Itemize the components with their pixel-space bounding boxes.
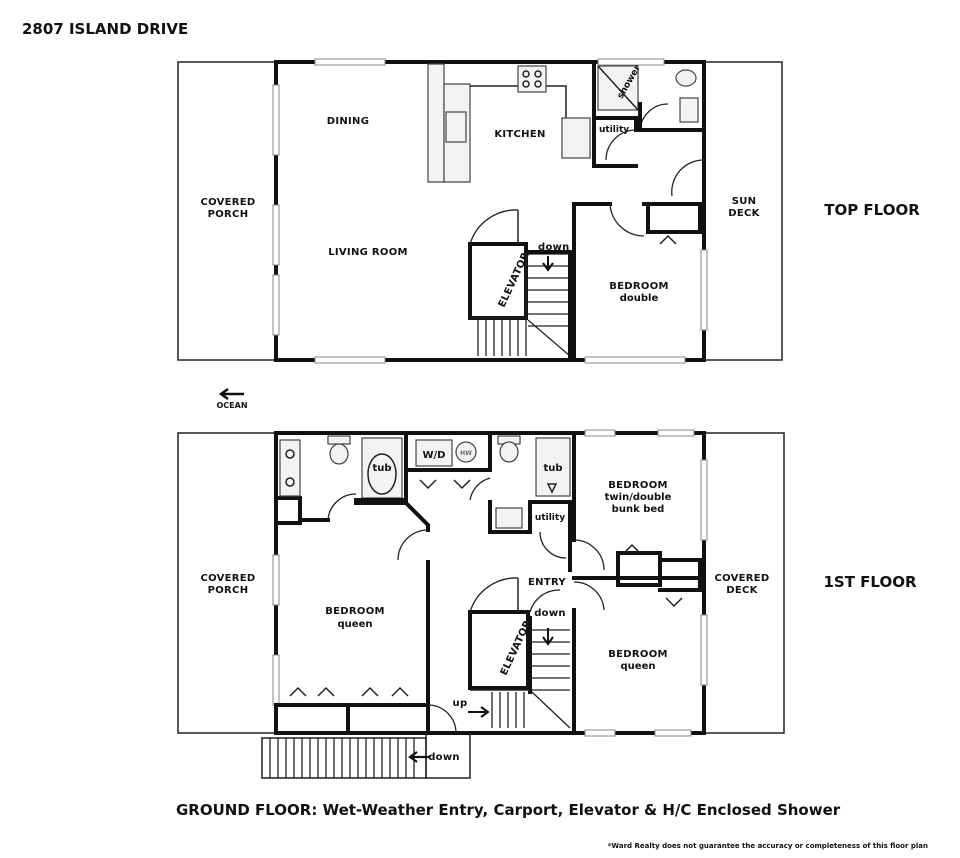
first-stairs-down-label: down	[534, 608, 566, 619]
disclaimer: *Ward Realty does not guarantee the accu…	[608, 842, 928, 850]
first-stairs	[491, 629, 571, 729]
ocean-label: OCEAN	[216, 401, 247, 410]
top-porch-label-2: PORCH	[208, 209, 249, 220]
sun-deck-label-1: SUN	[732, 196, 757, 207]
bunk-bedroom-label: BEDROOM	[608, 480, 668, 491]
first-utility-label: utility	[535, 513, 565, 523]
tub-left-label: tub	[372, 463, 391, 474]
top-bedroom-label: BEDROOM	[609, 281, 669, 292]
first-floor-plan: tub W/D HW tub utility	[177, 429, 785, 779]
tub-right-label: tub	[543, 463, 562, 474]
covered-deck-label-2: DECK	[726, 585, 758, 596]
kitchen-label: KITCHEN	[494, 129, 545, 140]
dining-label: DINING	[327, 116, 370, 127]
exterior-stairs	[261, 737, 427, 779]
covered-deck-label-1: COVERED	[714, 573, 769, 584]
bunk-bedroom-bed-2: bunk bed	[612, 504, 665, 515]
living-room-label: LIVING ROOM	[328, 247, 408, 258]
first-stairs-up-label: up	[453, 698, 468, 709]
first-porch-label-2: PORCH	[208, 585, 249, 596]
top-bedroom-bed: double	[620, 293, 659, 304]
first-floor-heading: 1ST FLOOR	[823, 573, 916, 591]
top-floor-heading: TOP FLOOR	[824, 201, 920, 219]
top-floor-plan: shower utility ELEVATOR	[177, 58, 783, 364]
first-porch-label-1: COVERED	[200, 573, 255, 584]
sun-deck-label-2: DECK	[728, 208, 760, 219]
property-title: 2807 ISLAND DRIVE	[22, 20, 188, 38]
ground-floor-note: GROUND FLOOR: Wet-Weather Entry, Carport…	[176, 801, 841, 819]
bunk-bedroom-bed-1: twin/double	[605, 492, 672, 503]
entry-label: ENTRY	[528, 577, 566, 588]
washer-dryer-label: W/D	[423, 450, 446, 461]
left-bedroom-bed: queen	[338, 619, 373, 630]
top-porch-label-1: COVERED	[200, 197, 255, 208]
utility-label: utility	[599, 125, 629, 135]
top-stairs-down-label: down	[538, 242, 570, 253]
water-heater-label: HW	[460, 450, 472, 457]
exterior-stairs-down-label: down	[428, 752, 460, 763]
ocean-arrow-icon	[218, 387, 244, 401]
left-bedroom-label: BEDROOM	[325, 606, 385, 617]
right-bedroom-bed: queen	[621, 661, 656, 672]
right-bedroom-label: BEDROOM	[608, 649, 668, 660]
